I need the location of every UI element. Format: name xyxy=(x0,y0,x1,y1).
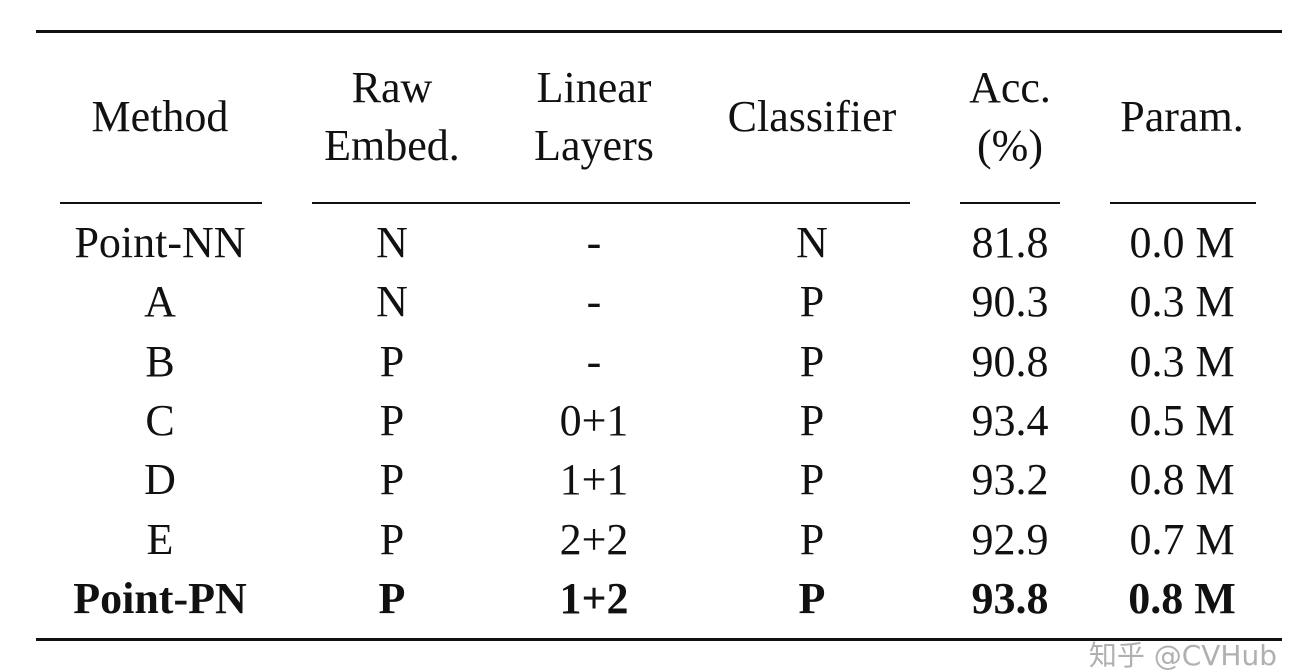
cell-linear-layers: - xyxy=(586,218,602,267)
header-text: Layers xyxy=(534,121,654,170)
cell-linear-layers: - xyxy=(586,277,602,327)
header-text: Acc. xyxy=(969,63,1051,112)
cell-classifier: P xyxy=(799,277,825,327)
header-param: Param. xyxy=(1120,88,1243,146)
cell-linear-layers: 2+2 xyxy=(559,514,629,564)
cell-method: E xyxy=(146,514,174,564)
cell-linear-layers: 0+1 xyxy=(559,395,629,445)
cell-raw-embed: N xyxy=(376,218,408,267)
cell-param: 0.7 M xyxy=(1129,514,1235,564)
watermark: 知乎 @CVHub xyxy=(1088,639,1277,672)
cmidrule-method xyxy=(60,202,262,204)
cell-method: Point-PN xyxy=(73,573,247,623)
cell-classifier: P xyxy=(799,514,825,564)
cell-classifier: P xyxy=(798,573,826,623)
top-rule xyxy=(36,30,1282,33)
cell-param: 0.8 M xyxy=(1128,573,1236,623)
cmidrule-components xyxy=(312,202,910,204)
cell-linear-layers: 1+1 xyxy=(559,455,629,505)
header-method: Method xyxy=(92,88,229,146)
header-acc: Acc. (%) xyxy=(969,59,1051,175)
cell-acc: 81.8 xyxy=(971,218,1049,267)
cell-acc: 92.9 xyxy=(971,514,1049,564)
cell-acc: 93.4 xyxy=(971,395,1049,445)
header-text: (%) xyxy=(977,121,1043,170)
cell-raw-embed: N xyxy=(376,277,408,327)
cmidrule-param xyxy=(1110,202,1256,204)
cell-classifier: P xyxy=(799,336,825,386)
cell-param: 0.0 M xyxy=(1129,218,1235,267)
cell-param: 0.8 M xyxy=(1129,455,1235,505)
cell-linear-layers: - xyxy=(586,336,602,386)
cell-raw-embed: P xyxy=(379,455,405,505)
header-text: Embed. xyxy=(324,121,460,170)
cell-raw-embed: P xyxy=(379,514,405,564)
cell-raw-embed: P xyxy=(378,573,406,623)
cell-linear-layers: 1+2 xyxy=(559,573,629,623)
cell-raw-embed: P xyxy=(379,395,405,445)
header-text: Classifier xyxy=(727,92,897,141)
header-text: Param. xyxy=(1120,92,1244,141)
cell-acc: 93.2 xyxy=(971,455,1049,505)
cmidrule-acc xyxy=(960,202,1060,204)
cell-method: B xyxy=(145,336,175,386)
header-classifier: Classifier xyxy=(728,88,897,146)
cell-classifier: N xyxy=(796,218,828,267)
cell-method: Point-NN xyxy=(74,218,246,267)
cell-method: A xyxy=(144,277,176,327)
header-text: Method xyxy=(91,92,229,141)
cell-acc: 93.8 xyxy=(971,573,1049,623)
header-text: Linear xyxy=(536,63,652,112)
cell-acc: 90.3 xyxy=(971,277,1049,327)
cell-classifier: P xyxy=(799,395,825,445)
cell-classifier: P xyxy=(799,455,825,505)
cell-param: 0.3 M xyxy=(1129,277,1235,327)
bottom-rule xyxy=(36,638,1282,641)
cell-method: D xyxy=(144,455,176,505)
header-text: Raw xyxy=(351,63,433,112)
cell-param: 0.5 M xyxy=(1129,395,1235,445)
cell-method: C xyxy=(145,395,175,445)
cell-param: 0.3 M xyxy=(1129,336,1235,386)
cell-acc: 90.8 xyxy=(971,336,1049,386)
cell-raw-embed: P xyxy=(379,336,405,386)
